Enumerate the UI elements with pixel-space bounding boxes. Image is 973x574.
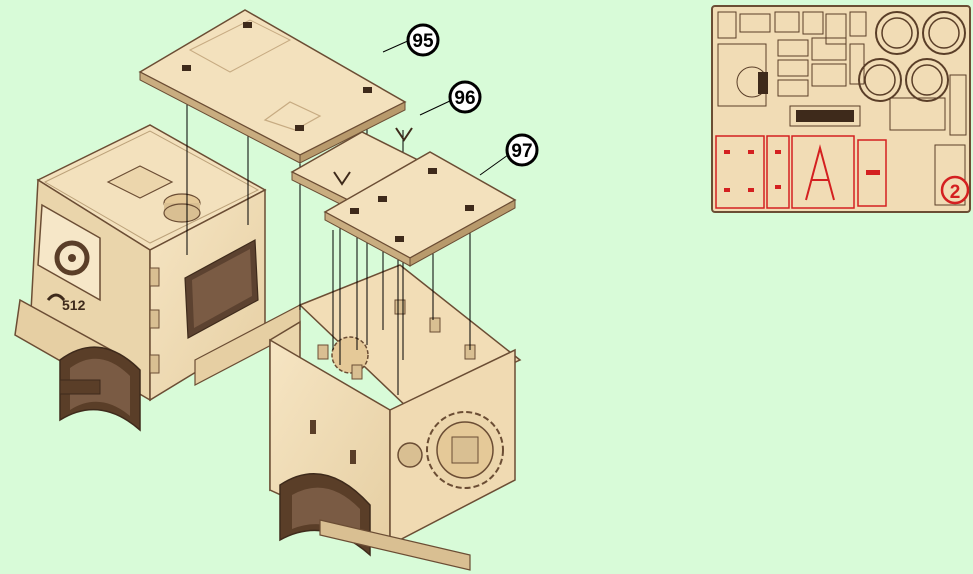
callout-97-label: 97 — [511, 141, 532, 162]
cab-number-text: 512 — [62, 297, 86, 313]
callout-96-label: 96 — [454, 88, 475, 109]
callout-97: 97 — [507, 135, 537, 165]
callout-95: 95 — [408, 25, 438, 55]
callout-96: 96 — [450, 82, 480, 112]
truck-cab: 512 — [15, 125, 265, 430]
sheet-number: 2 — [950, 182, 961, 203]
callout-95-label: 95 — [412, 31, 434, 52]
sheet-thumbnail: 2 — [712, 6, 970, 212]
